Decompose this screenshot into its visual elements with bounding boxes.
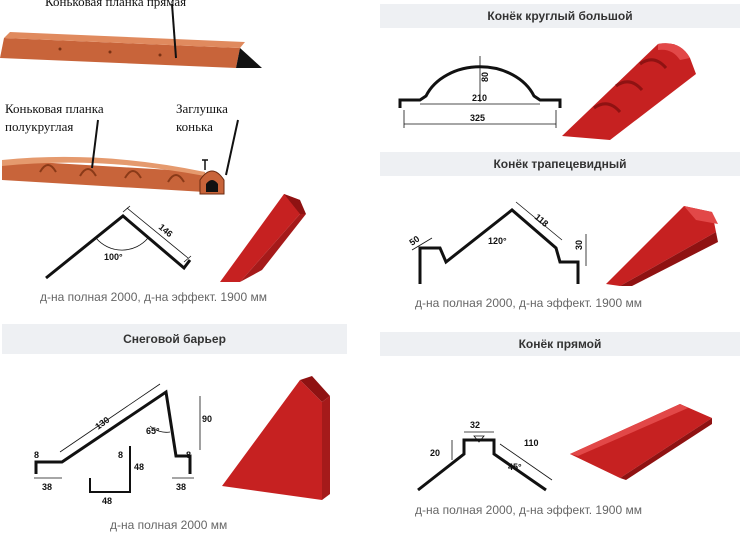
dim-snow-l1: 8 <box>34 450 39 460</box>
label-round-ridge-2: полукруглая <box>5 119 74 134</box>
straight-ridge-diagram: 32 20 110 45° <box>417 420 553 492</box>
round-big-3d-image <box>562 43 696 140</box>
dim-snow-l2: 38 <box>42 482 52 492</box>
dim-snow-r1: 8 <box>186 450 191 460</box>
angle-ridge-3d-image <box>220 194 306 282</box>
label-ridge-cap-1: Заглушка <box>176 101 228 116</box>
dim-trap-angle: 120° <box>488 236 507 246</box>
label-straight-ridge: Коньковая планка прямая <box>45 0 187 9</box>
straight-ridge-bar-image <box>0 3 262 68</box>
dim-snow-r2: 38 <box>176 482 186 492</box>
angle-ridge-diagram: 146 100° <box>45 205 192 280</box>
dim-snow-m1: 8 <box>118 450 123 460</box>
dim-round-inner: 210 <box>472 93 487 103</box>
straight-ridge-3d-image <box>570 404 712 480</box>
snow-barrier-caption: д-на полная 2000 мм <box>110 518 228 532</box>
dim-round-outer: 325 <box>470 113 485 123</box>
dim-trap-c: 30 <box>574 240 584 250</box>
straight-ridge-header: Конёк прямой <box>380 332 740 356</box>
trapezoid-header: Конёк трапецевидный <box>380 152 740 176</box>
dim-straight-top: 32 <box>470 420 480 430</box>
dim-angle-degrees: 100° <box>104 252 123 262</box>
dim-straight-side: 20 <box>430 448 440 458</box>
dim-snow-m2: 48 <box>134 462 144 472</box>
dim-straight-angle: 45° <box>508 462 522 472</box>
snow-barrier-header: Снеговой барьер <box>2 324 347 354</box>
dim-straight-slope: 110 <box>524 438 539 448</box>
snow-barrier-diagram: 130 65° 90 8 38 8 48 48 8 38 <box>34 383 212 506</box>
round-big-header: Конёк круглый большой <box>380 4 740 28</box>
trapezoid-3d-image <box>606 206 718 286</box>
round-big-diagram: 80 210 325 <box>398 56 562 128</box>
dim-snow-angle: 65° <box>146 426 160 436</box>
trapezoid-caption: д-на полная 2000, д-на эффект. 1900 мм <box>415 296 642 310</box>
trapezoid-diagram: 50 118 120° 30 <box>407 201 587 284</box>
dim-round-height: 80 <box>480 72 490 82</box>
angle-ridge-caption: д-на полная 2000, д-на эффект. 1900 мм <box>40 290 267 304</box>
label-round-ridge-1: Коньковая планка <box>5 101 104 116</box>
round-ridge-bar-image <box>2 119 239 195</box>
dim-snow-height: 90 <box>202 414 212 424</box>
label-ridge-cap-2: конька <box>176 119 213 134</box>
dim-snow-m3: 48 <box>102 496 112 506</box>
snow-barrier-3d-image <box>222 376 330 500</box>
straight-ridge-caption: д-на полная 2000, д-на эффект. 1900 мм <box>415 503 642 517</box>
dim-trap-a: 50 <box>407 234 421 248</box>
